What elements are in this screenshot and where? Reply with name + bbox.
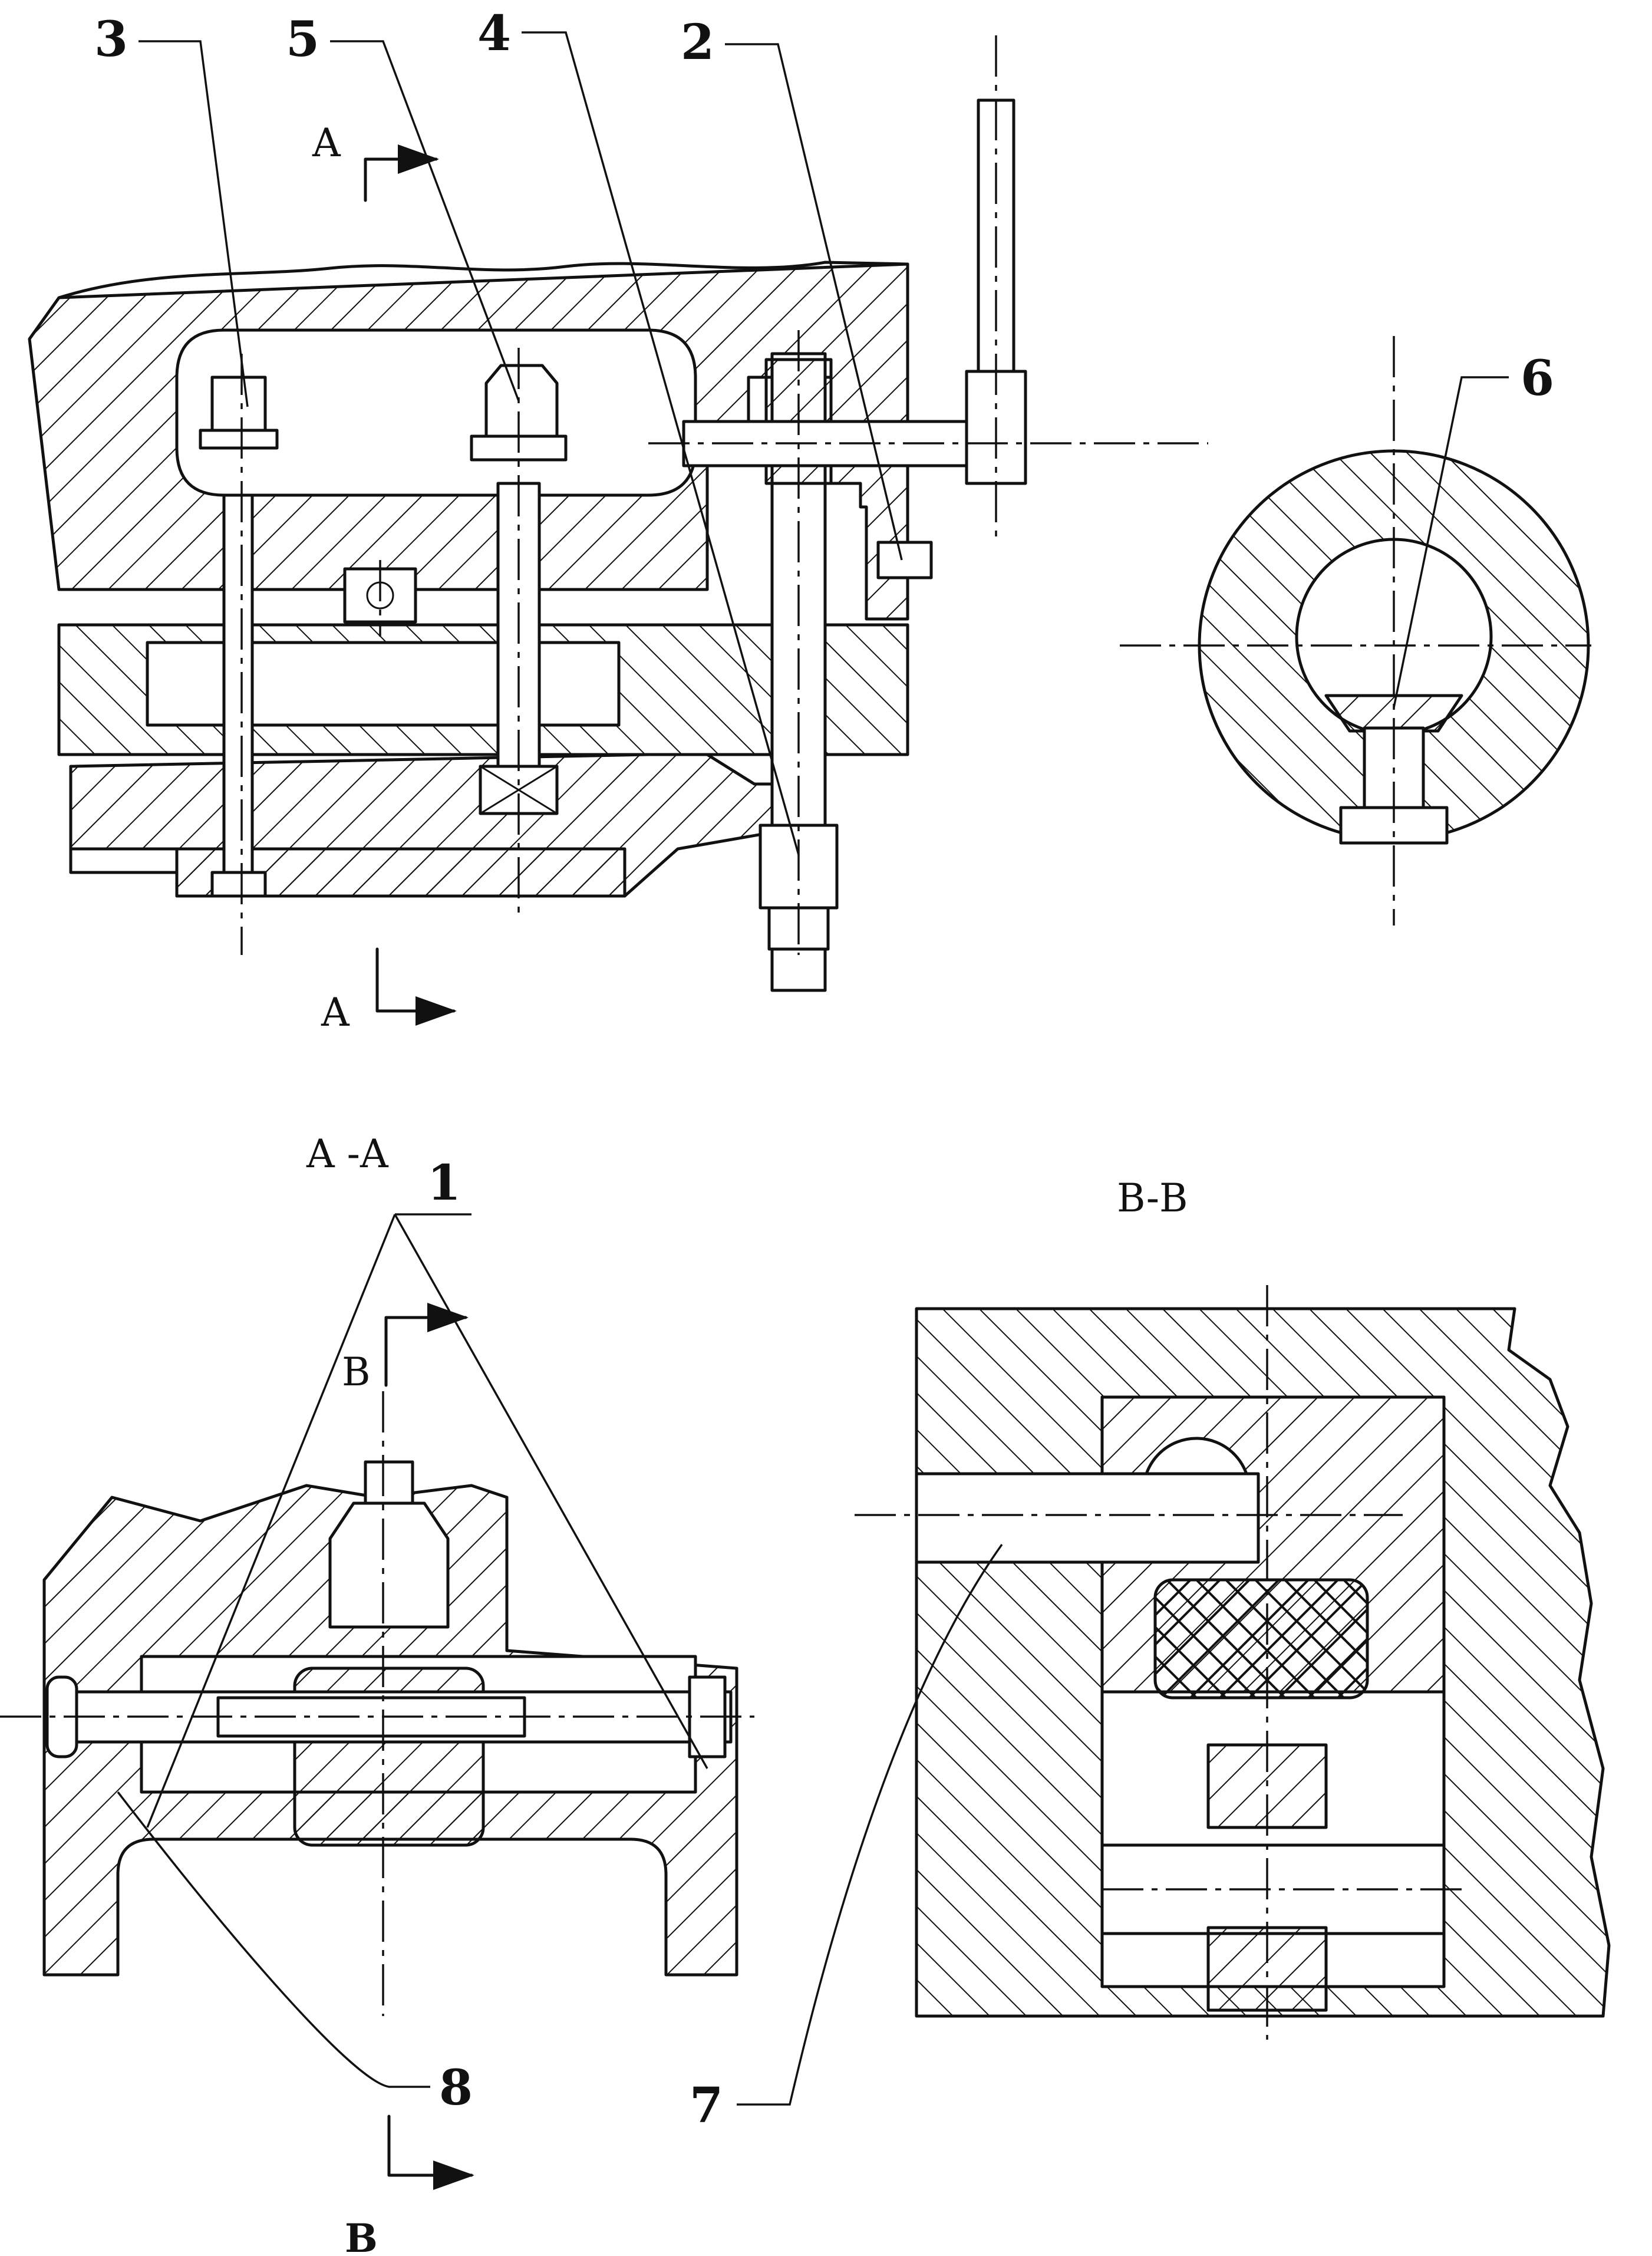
section-mark-a-bottom: A — [321, 947, 457, 1035]
section-mark-b-bottom-label: B — [345, 2215, 378, 2256]
section-mark-a-bottom-label: A — [321, 990, 350, 1035]
part-labels: 3 5 4 2 6 1 8 7 — [94, 5, 1554, 2134]
part-label-2: 2 — [681, 14, 714, 71]
part-label-3: 3 — [94, 11, 128, 68]
part-label-6: 6 — [1521, 350, 1554, 407]
section-aa-view — [0, 1391, 754, 2016]
section-bb-view — [855, 1285, 1611, 2040]
part-label-7: 7 — [690, 2077, 723, 2134]
section-mark-b-top-label: B — [342, 1349, 371, 1395]
part-label-8: 8 — [439, 2060, 473, 2116]
leaders — [117, 31, 1509, 2106]
section-bb-title: B-B — [1117, 1175, 1188, 1221]
section-mark-b-top: B — [342, 1303, 469, 1395]
section-aa-title: A -A — [306, 1131, 389, 1177]
section-mark-b-bottom: B — [345, 2115, 474, 2256]
part-label-4: 4 — [477, 5, 511, 62]
part-label-5: 5 — [286, 11, 319, 68]
detail-view-6 — [1120, 336, 1591, 926]
section-mark-a-top-label: A — [312, 120, 341, 166]
section-mark-a-top: A — [312, 120, 439, 202]
main-view — [28, 35, 1208, 992]
part-label-1: 1 — [427, 1155, 461, 1211]
